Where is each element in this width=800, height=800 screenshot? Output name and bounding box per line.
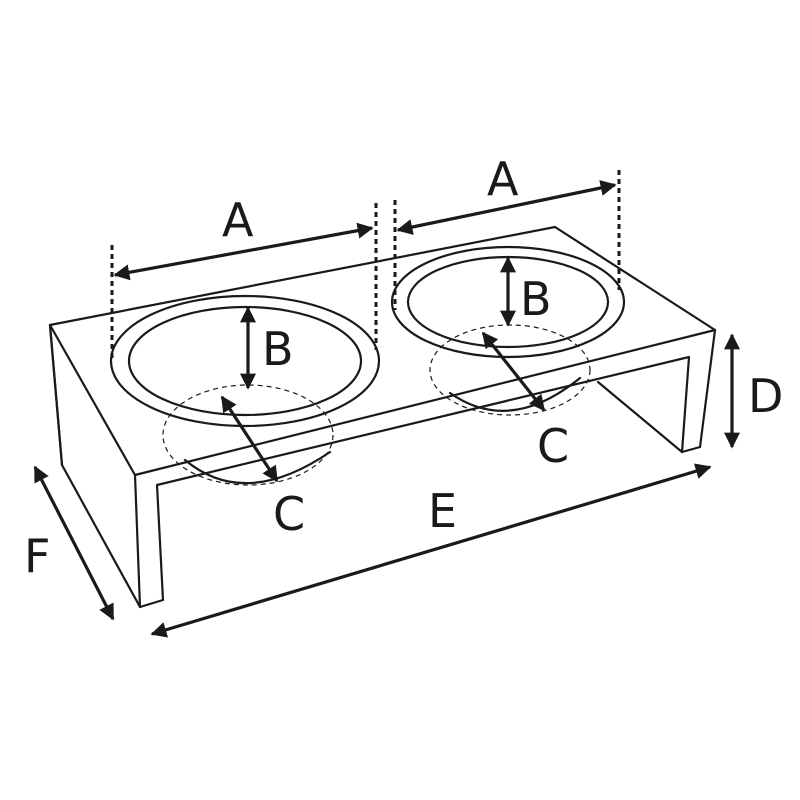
label-e: E xyxy=(428,484,457,538)
label-b-left: B xyxy=(262,322,294,376)
label-f: F xyxy=(24,529,50,583)
stand-left-side xyxy=(48,323,64,467)
dimension-f: F xyxy=(24,465,115,621)
stand-front-left-edge xyxy=(133,473,142,609)
dimension-c-left: C xyxy=(220,395,305,541)
dimension-b-left: B xyxy=(240,306,294,390)
dimension-a-right: A xyxy=(393,152,621,310)
label-d: D xyxy=(748,369,783,423)
stand-body xyxy=(48,225,717,609)
label-b-right: B xyxy=(520,272,552,326)
left-bowl-rim-outer xyxy=(109,294,381,428)
right-bowl-bottom-visible xyxy=(448,376,582,412)
stand-right-inner-edge xyxy=(596,380,684,454)
dimension-a-left: A xyxy=(110,193,378,360)
dimension-d: D xyxy=(724,333,783,449)
dimension-b-right: B xyxy=(500,256,552,327)
dimension-e: E xyxy=(150,463,712,638)
left-bowl xyxy=(109,294,381,486)
label-c-right: C xyxy=(537,419,569,473)
label-c-left: C xyxy=(273,487,305,541)
stand-top-face xyxy=(48,225,717,477)
left-bowl-rim-inner xyxy=(127,305,363,417)
label-a-right: A xyxy=(487,152,519,206)
left-bowl-bottom-hidden xyxy=(162,384,334,486)
label-a-left: A xyxy=(222,193,254,247)
